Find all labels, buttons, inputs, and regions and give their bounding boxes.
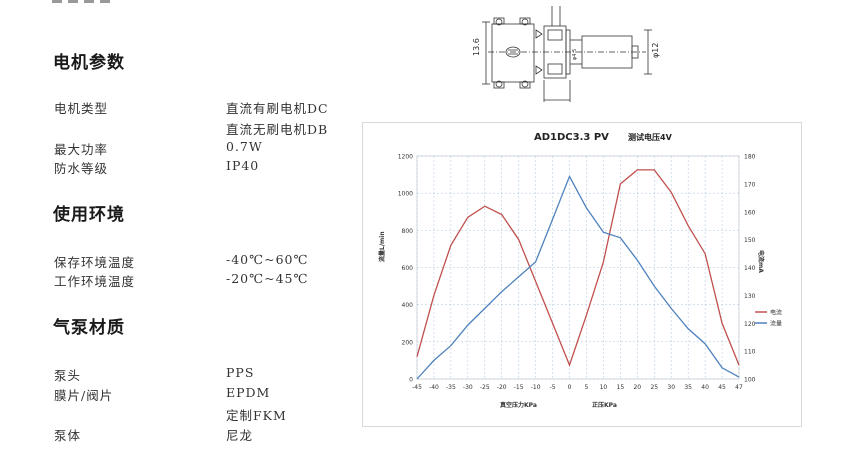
- y-right-tick-label: 150: [744, 237, 756, 244]
- x-tick-label: 25: [650, 384, 658, 391]
- spec-value-working-temp: -20℃~45℃: [226, 271, 309, 286]
- chart-frame: [362, 122, 802, 427]
- spec-value-waterproof: IP40: [226, 158, 260, 173]
- y-left-tick-label: 1200: [398, 154, 413, 161]
- y-left-tick-label: 800: [402, 228, 414, 235]
- x-tick-label: -35: [446, 384, 456, 391]
- spec-value-pump-body: 尼龙: [226, 428, 254, 443]
- y-left-label: 流量L/min: [378, 231, 386, 262]
- spec-label-pump-head: 泵头: [54, 368, 82, 383]
- y-right-axis: 100 110 120 130 140 150 160 170 180: [744, 154, 756, 384]
- x-tick-label: 40: [701, 384, 709, 391]
- spec-value-motor-type-2: 直流无刷电机DB: [226, 122, 329, 137]
- spec-label-storage-temp: 保存环境温度: [54, 255, 136, 270]
- chart-series: [416, 169, 740, 380]
- y-left-tick-label: 600: [402, 265, 414, 272]
- pump-technical-drawing: 13.6 φ12 φ4.5: [472, 6, 660, 102]
- spec-label-pump-body: 泵体: [54, 428, 82, 443]
- x-tick-label: -40: [429, 384, 439, 391]
- spec-value-pump-head: PPS: [226, 365, 255, 380]
- y-right-tick-label: 170: [744, 181, 756, 188]
- pv-chart: AD1DC3.3 PV 测试电压4V 020040060080010001200…: [362, 122, 802, 427]
- x-tick-label: 30: [667, 384, 675, 391]
- x-tick-label: 15: [617, 384, 625, 391]
- x-tick-label: 45: [718, 384, 726, 391]
- spec-value-storage-temp: -40℃~60℃: [226, 252, 309, 267]
- y-right-tick-label: 180: [744, 154, 756, 161]
- section-title-motor: 电机参数: [53, 53, 125, 73]
- legend-label: 电流: [770, 309, 782, 317]
- x-tick-label: -15: [514, 384, 524, 391]
- section-title-env: 使用环境: [53, 205, 125, 225]
- x-tick-label: -45: [412, 384, 422, 391]
- dim-small-label: φ4.5: [572, 49, 578, 60]
- dim-diameter-label: φ12: [651, 43, 660, 58]
- x-tick-label: 5: [585, 384, 589, 391]
- x-tick-label: -30: [463, 384, 473, 391]
- spec-label-motor-type: 电机类型: [54, 101, 109, 116]
- x-tick-label: -20: [497, 384, 507, 391]
- x-tick-label: 0: [568, 384, 572, 391]
- y-left-tick-label: 1000: [398, 191, 413, 198]
- y-right-tick-label: 140: [744, 265, 756, 272]
- spec-value-diaphragm-2: 定制FKM: [226, 408, 287, 423]
- y-right-tick-label: 100: [744, 377, 756, 384]
- y-right-tick-label: 130: [744, 293, 756, 300]
- x-tick-label: 20: [633, 384, 641, 391]
- section-title-material: 气泵材质: [53, 318, 125, 338]
- y-right-tick-label: 110: [744, 349, 756, 356]
- series-line-flow: [416, 174, 740, 380]
- x-label-right: 正压KPa: [592, 401, 617, 409]
- x-axis: -45 -40 -35 -30 -25 -20 -15 -10 -5 0 5 10 15 20 25 30 35…: [412, 384, 743, 391]
- spec-value-motor-type-1: 直流有刷电机DC: [226, 101, 329, 116]
- x-tick-label: -5: [550, 384, 556, 391]
- x-tick-label: -10: [531, 384, 541, 391]
- y-left-tick-label: 200: [402, 339, 414, 346]
- x-tick-label: 47: [735, 384, 743, 391]
- series-line-current: [416, 169, 740, 367]
- spec-label-waterproof: 防水等级: [54, 161, 109, 176]
- spec-label-max-power: 最大功率: [54, 142, 109, 157]
- y-right-tick-label: 160: [744, 209, 756, 216]
- y-left-tick-label: 0: [409, 377, 413, 384]
- x-tick-label: -25: [480, 384, 490, 391]
- y-left-axis: 0 200 400 600 800 1000 1200: [398, 154, 413, 384]
- x-tick-label: 10: [600, 384, 608, 391]
- spec-value-max-power: 0.7W: [226, 139, 263, 154]
- spec-label-diaphragm: 膜片/阀片: [54, 388, 114, 403]
- chart-title: AD1DC3.3 PV: [534, 132, 609, 143]
- dim-height-label: 13.6: [472, 38, 481, 56]
- legend-label: 流量: [770, 320, 782, 328]
- spec-value-diaphragm-1: EPDM: [226, 385, 271, 400]
- chart-subtitle: 测试电压4V: [628, 132, 673, 142]
- x-label-left: 真空压力KPa: [500, 401, 537, 409]
- y-right-label: 电流mA: [757, 250, 765, 273]
- spec-label-working-temp: 工作环境温度: [54, 274, 136, 289]
- y-left-tick-label: 400: [402, 302, 414, 309]
- x-tick-label: 35: [684, 384, 692, 391]
- y-right-tick-label: 120: [744, 321, 756, 328]
- top-decoration: [52, 0, 110, 3]
